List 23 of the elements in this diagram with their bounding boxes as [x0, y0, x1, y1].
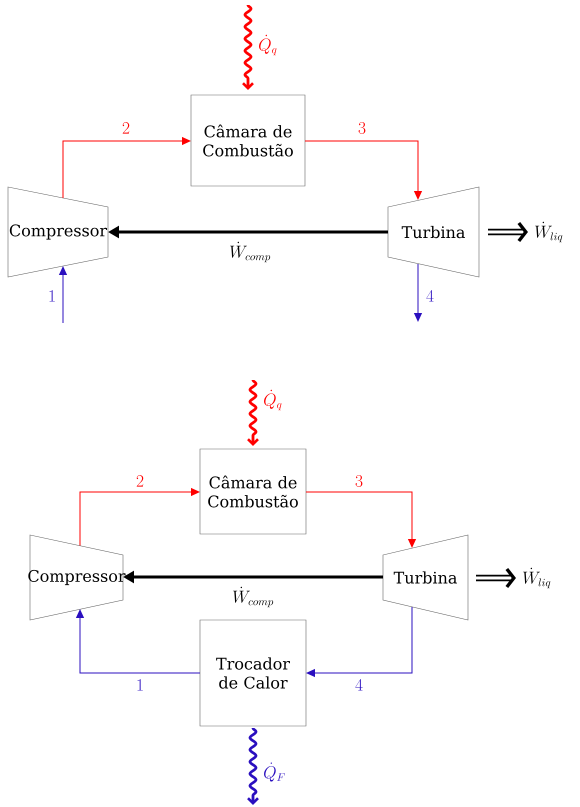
- edge-label: $4$: [425, 289, 435, 303]
- edge-label: $3$: [354, 474, 364, 488]
- heat-arrow: [247, 727, 259, 805]
- edge-label: $3$: [357, 121, 367, 135]
- edge-label: $\dot{Q}_F$: [262, 761, 287, 783]
- edge-label: $\dot{Q}_q$: [257, 34, 278, 56]
- edge-label: $\dot{W}_{liq}$: [533, 220, 564, 244]
- edge-label: $\dot{W}_{comp}$: [228, 240, 272, 264]
- edge-label: $\dot{W}_{liq}$: [521, 566, 552, 590]
- heat-arrow: [242, 4, 254, 90]
- process-box: Câmara de Combustão: [190, 94, 306, 186]
- work-arrow: [476, 568, 516, 588]
- edge-label: $\dot{W}_{comp}$: [231, 586, 275, 608]
- edge-label: $4$: [354, 678, 364, 692]
- edge-label: $2$: [135, 474, 145, 488]
- edge-label: $1$: [135, 678, 145, 692]
- process-box: Trocador de Calor: [200, 620, 306, 726]
- work-arrow: [488, 222, 528, 242]
- process-box: Câmara de Combustão: [200, 448, 306, 534]
- edge-label: $1$: [47, 289, 57, 303]
- edge-label: $\dot{Q}_q$: [262, 388, 284, 412]
- edge-label: $2$: [121, 121, 131, 135]
- heat-arrow: [247, 379, 259, 446]
